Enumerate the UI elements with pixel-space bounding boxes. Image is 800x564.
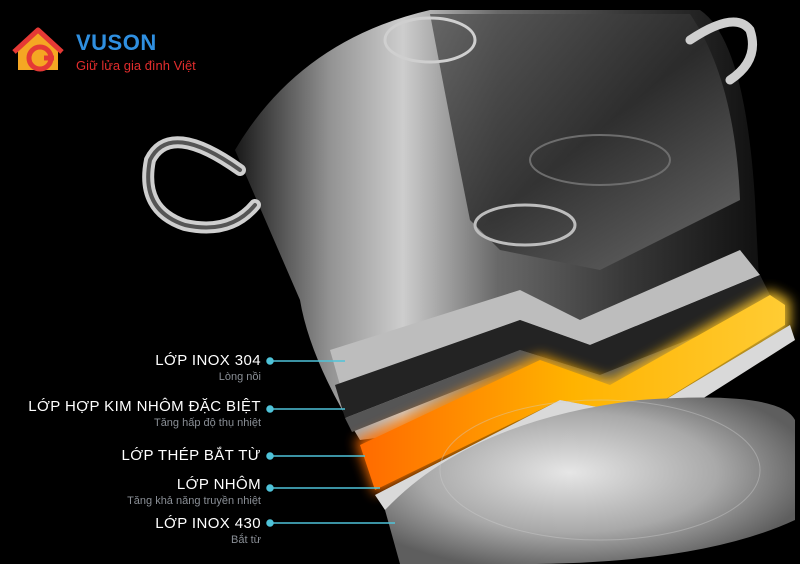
layer-title: LỚP HỢP KIM NHÔM ĐẶC BIỆT	[28, 398, 261, 415]
brand-tagline: Giữ lửa gia đình Việt	[76, 58, 196, 73]
layer-label-inox-304: LỚP INOX 304 Lòng nồi	[155, 352, 261, 384]
layer-title: LỚP NHÔM	[176, 476, 261, 493]
layer-subtitle: Lòng nồi	[218, 371, 261, 383]
layer-label-inox-430: LỚP INOX 430 Bắt từ	[155, 515, 261, 547]
layer-title: LỚP INOX 430	[155, 515, 261, 532]
layer-label-aluminum: LỚP NHÔM Tăng khả năng truyền nhiệt	[127, 476, 261, 508]
vuson-house-logo-icon	[12, 27, 64, 72]
layer-title: LỚP INOX 304	[155, 352, 261, 369]
leader-lines	[266, 357, 395, 527]
brand-header: VUSON Giữ lửa gia đình Việt	[10, 20, 230, 80]
layer-label-aluminum-alloy: LỚP HỢP KIM NHÔM ĐẶC BIỆT Tăng hấp độ th…	[28, 398, 261, 430]
layer-title: LỚP THÉP BẮT TỪ	[121, 447, 261, 464]
layer-subtitle: Tăng hấp độ thụ nhiệt	[153, 417, 261, 429]
layer-subtitle: Tăng khả năng truyền nhiệt	[127, 495, 261, 507]
brand-name: VUSON	[76, 30, 157, 55]
layer-subtitle: Bắt từ	[231, 534, 261, 546]
layer-label-magnetic-steel: LỚP THÉP BẮT TỪ	[121, 447, 261, 465]
